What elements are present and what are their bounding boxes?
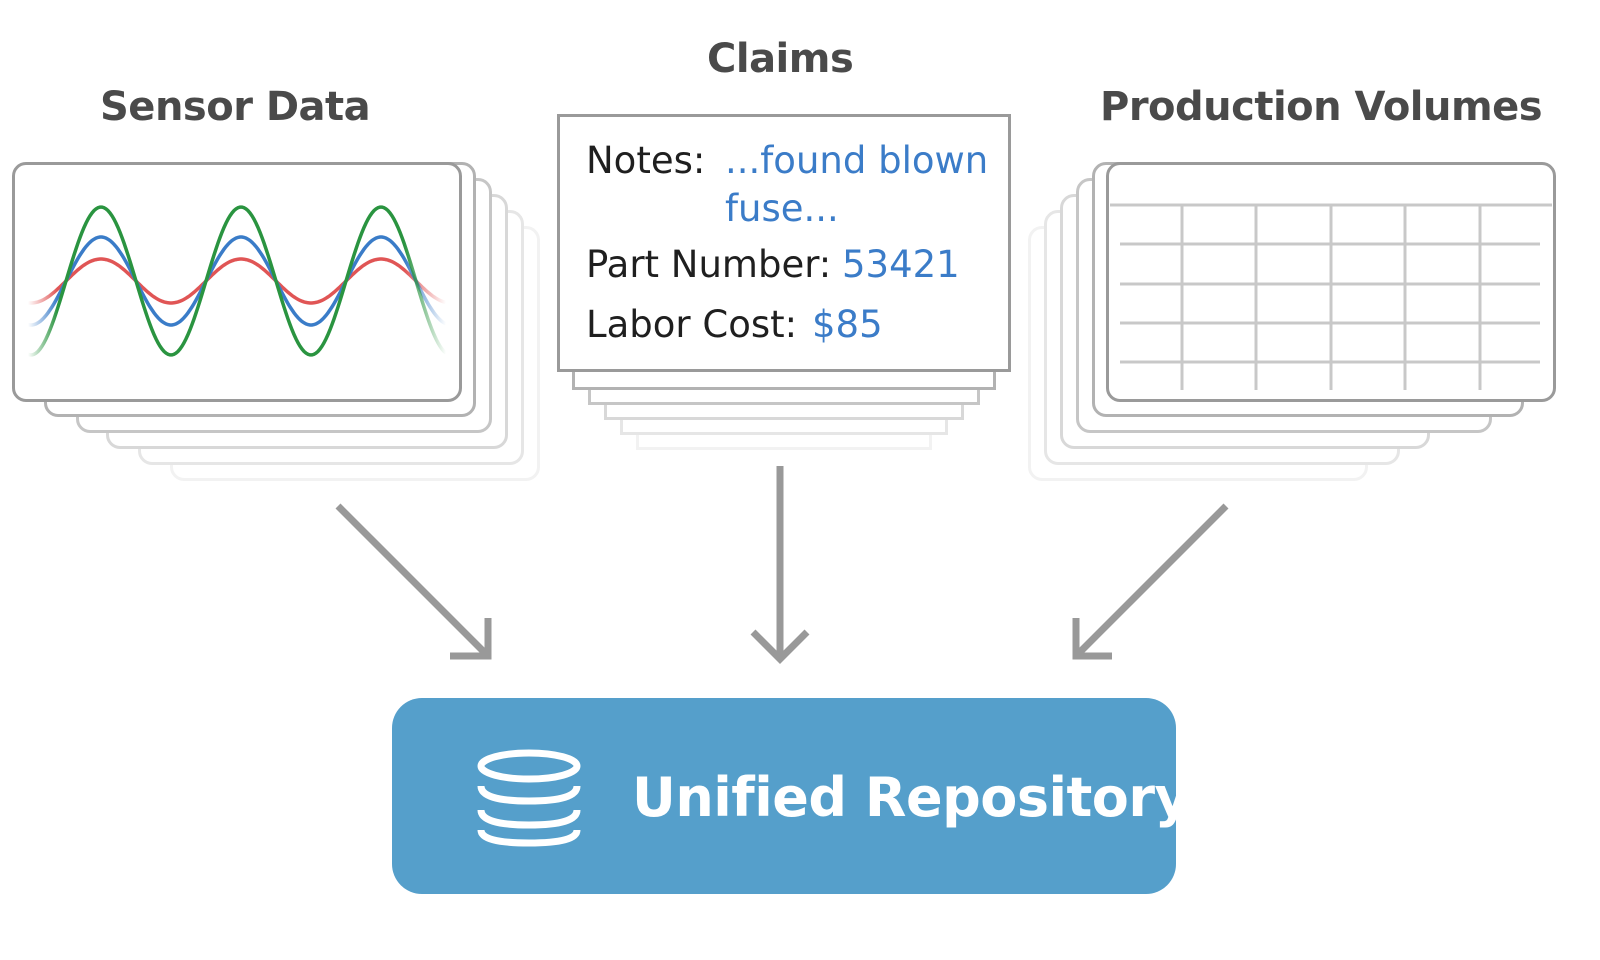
production-volumes-title: Production Volumes	[1100, 84, 1543, 130]
claims-card: Notes: ...found blown fuse... Part Numbe…	[557, 114, 1011, 372]
sensor-data-title: Sensor Data	[100, 84, 371, 130]
wave-red	[27, 257, 447, 305]
claims-title: Claims	[707, 36, 854, 82]
arrow-sensor-to-repo	[335, 503, 492, 660]
database-icon	[477, 749, 581, 847]
wave-blue	[27, 235, 447, 327]
unified-repository-label: Unified Repository	[632, 766, 1190, 829]
arrow-production-to-repo	[1072, 503, 1229, 660]
part-number-label: Part Number:	[586, 243, 832, 286]
unified-repository-box: Unified Repository	[392, 698, 1190, 894]
sensor-chart-card	[12, 162, 462, 402]
labor-cost-label: Labor Cost:	[586, 303, 798, 346]
notes-value-line1: ...found blown	[725, 139, 989, 182]
wave-green	[27, 205, 448, 357]
part-number-value: 53421	[842, 243, 960, 286]
notes-label: Notes:	[586, 139, 706, 182]
arrow-claims-to-repo	[750, 466, 810, 664]
labor-cost-value: $85	[812, 303, 883, 346]
notes-value-line2: fuse...	[725, 187, 839, 230]
